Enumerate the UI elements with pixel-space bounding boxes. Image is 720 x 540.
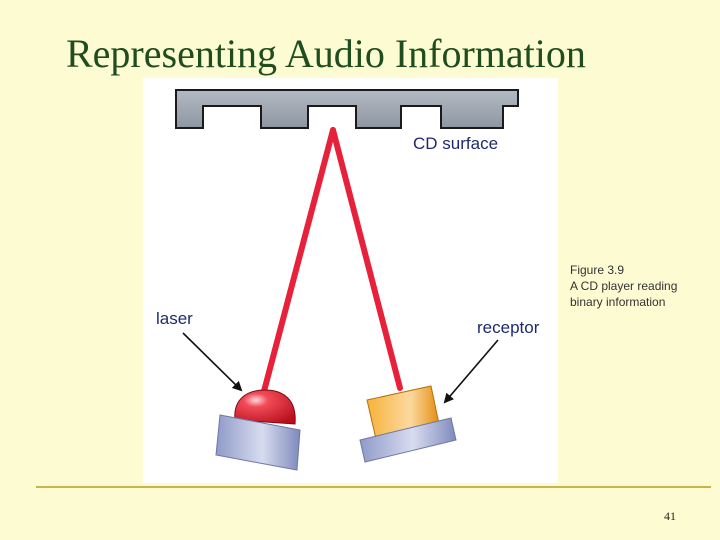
page-number: 41 bbox=[664, 509, 676, 523]
reflected-beam bbox=[330, 127, 403, 391]
cd-player-figure: CD surface laser receptor bbox=[143, 78, 558, 483]
figure-caption: Figure 3.9 A CD player reading binary in… bbox=[570, 262, 677, 310]
laser-base bbox=[215, 414, 301, 471]
caption-figure-number: Figure 3.9 bbox=[570, 263, 625, 277]
laser-unit bbox=[215, 389, 301, 471]
laser-label: laser bbox=[156, 309, 193, 328]
receptor-pointer-arrow bbox=[443, 339, 499, 404]
laser-dome bbox=[234, 389, 296, 425]
cd-surface-label: CD surface bbox=[413, 134, 498, 153]
slide-title: Representing Audio Information bbox=[66, 31, 586, 76]
footer-divider bbox=[36, 486, 711, 488]
receptor-unit bbox=[359, 385, 457, 463]
caption-line-2: A CD player reading bbox=[570, 279, 678, 293]
laser-pointer-arrow bbox=[182, 332, 243, 392]
receptor-base bbox=[359, 417, 457, 463]
incident-beam bbox=[260, 127, 336, 398]
cd-player-diagram: CD surface laser receptor bbox=[156, 89, 540, 471]
cd-surface bbox=[175, 89, 519, 129]
caption-line-3: binary information bbox=[570, 295, 666, 309]
receptor-label: receptor bbox=[477, 318, 540, 337]
